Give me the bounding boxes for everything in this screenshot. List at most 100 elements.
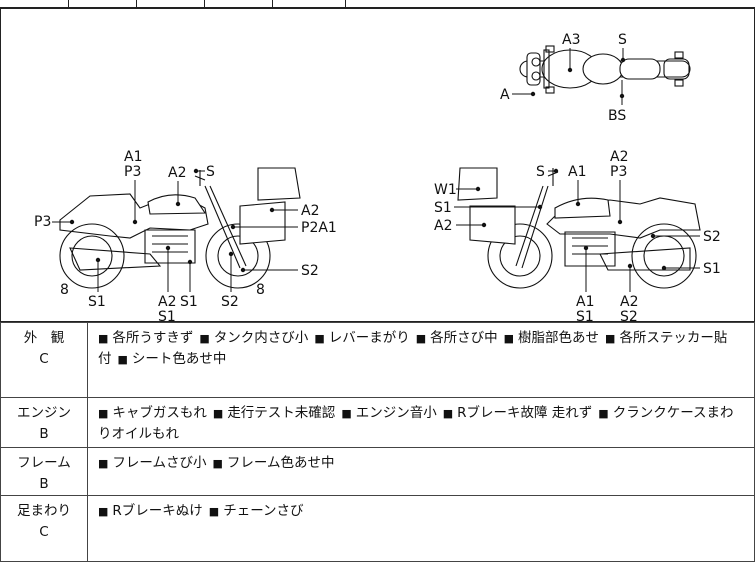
bullet-square-icon: ■ [314, 332, 325, 345]
category-cell: フレーム B [0, 447, 88, 496]
condition-item-text: フレーム色あせ中 [226, 455, 335, 471]
condition-items: ■キャブガスもれ■走行テスト未確認■エンジン音小■Rブレーキ故障 走れず■クラン… [87, 397, 755, 448]
label-left-8-right: 8 [256, 282, 265, 298]
condition-item-text: タンク内さび小 [213, 330, 309, 346]
bullet-square-icon: ■ [415, 332, 427, 345]
label-left-8-left: 8 [60, 282, 69, 298]
condition-item-text: クランクケースまわりオイルもれ [98, 405, 734, 442]
condition-item-text: Rブレーキ故障 走れず [457, 405, 593, 421]
top-view-motorcycle [519, 45, 691, 94]
label-right-w1: W1 [434, 182, 457, 198]
table-cell [0, 0, 69, 8]
category-cell: 外 観 C [0, 322, 88, 398]
condition-item-text: 樹脂部色あせ [518, 330, 600, 346]
condition-item: ■樹脂部色あせ [504, 330, 599, 346]
label-right-s: S [536, 164, 545, 180]
motorcycle-diagram-svg: A3 S A BS [0, 8, 755, 322]
condition-item-text: キャブガスもれ [112, 405, 207, 421]
condition-items: ■Rブレーキぬけ ■チェーンさび [87, 495, 755, 562]
condition-item: ■各所うすきず [98, 330, 193, 346]
label-right-a2-bottom: A2 [620, 294, 638, 310]
condition-item-text: フレームさび小 [112, 455, 207, 471]
table-row: フレーム B ■フレームさび小■フレーム色あせ中 [0, 447, 755, 496]
label-right-p3: P3 [610, 164, 627, 180]
table-row: 外 観 C ■各所うすきず■タンク内さび小■レバーまがり■各所さび中■樹脂部色あ… [0, 322, 755, 398]
diagram-border [0, 8, 755, 322]
condition-item-text: レバーまがり [328, 330, 410, 346]
table-cell [136, 0, 205, 8]
condition-item-text: 各所ステッカー貼付 [98, 330, 728, 367]
condition-item-text: 各所さび中 [430, 330, 498, 346]
condition-item: ■キャブガスもれ [98, 405, 207, 421]
label-right-s2: S2 [703, 229, 721, 245]
right-side-motorcycle [457, 167, 701, 289]
condition-item: ■クランクケースまわりオイルもれ [98, 405, 734, 442]
condition-item: ■走行テスト未確認 [213, 405, 335, 421]
condition-item-text: エンジン音小 [355, 405, 437, 421]
condition-item: ■Rブレーキ故障 走れず [443, 405, 593, 421]
bullet-square-icon: ■ [199, 332, 210, 345]
bullet-square-icon: ■ [503, 332, 515, 345]
previous-table-row-remnant [0, 0, 755, 8]
damage-diagram: A3 S A BS [0, 8, 755, 322]
label-top-a: A [500, 87, 510, 103]
bullet-square-icon: ■ [605, 332, 616, 345]
condition-item: ■Rブレーキぬけ [98, 503, 203, 519]
category-name: 外 観 [23, 330, 65, 346]
label-left-p3-top: P3 [124, 164, 141, 180]
condition-item: ■チェーンさび [209, 503, 304, 519]
category-grade: B [39, 426, 49, 442]
category-cell: エンジン B [0, 397, 88, 448]
condition-item-text: 各所うすきず [112, 330, 194, 346]
condition-item: ■シート色あせ中 [118, 351, 227, 367]
condition-item-text: チェーンさび [223, 503, 304, 519]
label-right-s1-bottom: S1 [576, 309, 594, 322]
condition-item: ■エンジン音小 [341, 405, 436, 421]
category-name: 足まわり [17, 503, 71, 519]
condition-item: ■フレームさび小 [98, 455, 207, 471]
label-left-s1-b: S1 [158, 309, 176, 322]
label-left-s2-right: S2 [301, 263, 319, 279]
label-top-a3: A3 [562, 32, 580, 48]
condition-item: ■タンク内さび小 [199, 330, 308, 346]
table-cell [272, 0, 346, 8]
bullet-square-icon: ■ [98, 332, 109, 345]
label-right-a2-top: A2 [610, 149, 628, 165]
bullet-square-icon: ■ [208, 505, 220, 518]
category-name: フレーム [17, 455, 71, 471]
label-right-s2-bottom: S2 [620, 309, 638, 322]
category-grade: C [39, 524, 49, 540]
label-left-a2-bottom: A2 [158, 294, 176, 310]
condition-item-text: 走行テスト未確認 [227, 405, 336, 421]
label-left-a1: A1 [124, 149, 142, 165]
label-left-s1-c: S1 [180, 294, 198, 310]
table-cell [204, 0, 273, 8]
condition-item: ■レバーまがり [314, 330, 409, 346]
condition-table: 外 観 C ■各所うすきず■タンク内さび小■レバーまがり■各所さび中■樹脂部色あ… [0, 322, 755, 562]
table-row: 足まわり C ■Rブレーキぬけ ■チェーンさび [0, 495, 755, 562]
label-top-bs: BS [608, 108, 626, 124]
category-cell: 足まわり C [0, 495, 88, 562]
category-grade: C [39, 351, 49, 367]
label-left-p2a1: P2A1 [301, 220, 337, 236]
label-left-s2-bottom: S2 [221, 294, 239, 310]
label-left-a2: A2 [168, 165, 186, 181]
bullet-square-icon: ■ [341, 407, 352, 420]
label-left-p3: P3 [34, 214, 51, 230]
label-left-s1-a: S1 [88, 294, 106, 310]
category-grade: B [39, 476, 49, 492]
bullet-square-icon: ■ [212, 457, 223, 470]
label-right-a2-left: A2 [434, 218, 452, 234]
condition-item: ■各所ステッカー貼付 [98, 330, 727, 367]
category-name: エンジン [17, 405, 71, 421]
condition-item: ■各所さび中 [416, 330, 498, 346]
label-top-s: S [618, 32, 627, 48]
bullet-square-icon: ■ [98, 457, 109, 470]
bullet-square-icon: ■ [598, 407, 609, 420]
table-cell [68, 0, 137, 8]
label-right-a1-bottom: A1 [576, 294, 594, 310]
label-right-a1-top: A1 [568, 164, 586, 180]
label-right-s1-right: S1 [703, 261, 721, 277]
label-right-s1: S1 [434, 200, 452, 216]
